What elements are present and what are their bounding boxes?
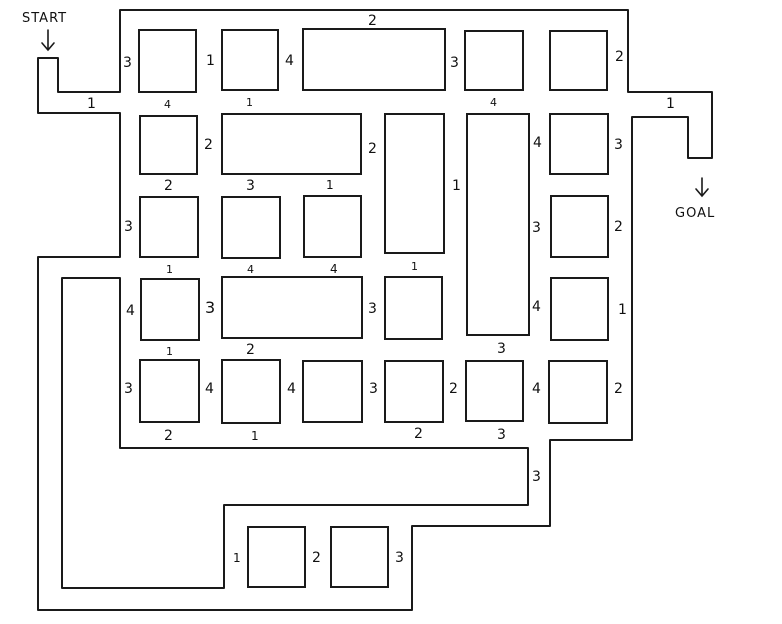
maze-block bbox=[221, 196, 281, 259]
maze-block bbox=[549, 113, 609, 175]
maze-block bbox=[140, 278, 200, 341]
edge-weight: 1 bbox=[411, 260, 418, 273]
maze-block bbox=[384, 276, 443, 340]
edge-weight: 3 bbox=[532, 220, 541, 236]
maze-block bbox=[549, 30, 608, 91]
edge-weight: 3 bbox=[450, 55, 459, 71]
maze-block bbox=[466, 113, 530, 336]
edge-weight: 1 bbox=[233, 551, 241, 565]
maze-block bbox=[221, 359, 281, 424]
edge-weight: 2 bbox=[615, 49, 624, 65]
edge-weight: 2 bbox=[449, 381, 458, 397]
edge-weight: 3 bbox=[497, 341, 506, 357]
maze-block bbox=[465, 360, 524, 422]
maze-block bbox=[550, 277, 609, 341]
edge-weight: 1 bbox=[246, 96, 253, 109]
maze-block bbox=[247, 526, 306, 588]
edge-weight: 2 bbox=[368, 13, 377, 29]
edge-weight: 4 bbox=[285, 53, 294, 69]
maze-block bbox=[302, 28, 446, 91]
edge-weight: 1 bbox=[666, 96, 675, 112]
maze-block bbox=[548, 360, 608, 424]
edge-weight: 2 bbox=[368, 141, 377, 157]
edge-weight: 4 bbox=[247, 263, 254, 276]
edge-weight: 4 bbox=[287, 381, 296, 397]
edge-weight: 1 bbox=[206, 53, 215, 69]
maze-block bbox=[384, 360, 444, 423]
edge-weight: 1 bbox=[326, 178, 334, 192]
maze-block bbox=[138, 29, 197, 93]
edge-weight: 2 bbox=[246, 342, 255, 358]
edge-weight: 3 bbox=[395, 550, 404, 566]
edge-weight: 1 bbox=[452, 178, 461, 194]
edge-weight: 3 bbox=[369, 381, 378, 397]
edge-weight: 1 bbox=[166, 263, 173, 276]
edge-weight: 4 bbox=[330, 262, 338, 276]
maze-block bbox=[302, 360, 363, 423]
edge-weight: 3 bbox=[497, 427, 506, 443]
edge-weight: 2 bbox=[414, 426, 423, 442]
maze-block bbox=[303, 195, 362, 258]
edge-weight: 4 bbox=[532, 381, 541, 397]
edge-weight: 1 bbox=[87, 96, 96, 112]
goal-arrow-icon bbox=[695, 177, 709, 198]
goal-label: GOAL bbox=[675, 206, 715, 221]
maze-block bbox=[550, 195, 609, 258]
edge-weight: 1 bbox=[251, 429, 259, 443]
edge-weight: 3 bbox=[124, 381, 133, 397]
edge-weight: 4 bbox=[533, 135, 542, 151]
maze-block bbox=[221, 29, 279, 91]
edge-weight: 3 bbox=[532, 469, 541, 485]
edge-weight: 2 bbox=[164, 428, 173, 444]
edge-weight: 2 bbox=[614, 219, 623, 235]
outer-wall-top bbox=[37, 9, 713, 611]
start-label: START bbox=[22, 11, 67, 26]
start-arrow-icon bbox=[41, 29, 55, 52]
edge-weight: 4 bbox=[490, 96, 497, 109]
edge-weight: 3 bbox=[205, 298, 215, 317]
edge-weight: 4 bbox=[164, 98, 171, 111]
maze-block bbox=[139, 115, 198, 175]
maze-block bbox=[139, 196, 199, 258]
maze-block bbox=[221, 276, 363, 339]
maze-block bbox=[384, 113, 445, 254]
maze-block bbox=[330, 526, 389, 588]
edge-weight: 2 bbox=[312, 550, 321, 566]
edge-weight: 3 bbox=[124, 219, 133, 235]
edge-weight: 3 bbox=[368, 301, 377, 317]
edge-weight: 3 bbox=[123, 55, 132, 71]
edge-weight: 1 bbox=[166, 345, 173, 358]
maze-block bbox=[139, 359, 200, 423]
edge-weight: 3 bbox=[246, 178, 255, 194]
edge-weight: 2 bbox=[204, 137, 213, 153]
edge-weight: 2 bbox=[164, 178, 173, 194]
edge-weight: 4 bbox=[205, 381, 214, 397]
edge-weight: 3 bbox=[614, 137, 623, 153]
edge-weight: 1 bbox=[618, 302, 627, 318]
edge-weight: 4 bbox=[532, 299, 541, 315]
edge-weight: 4 bbox=[126, 303, 135, 319]
outer-wall-bottom bbox=[61, 277, 529, 589]
maze-block bbox=[464, 30, 524, 91]
edge-weight: 2 bbox=[614, 381, 623, 397]
maze-block bbox=[221, 113, 362, 175]
